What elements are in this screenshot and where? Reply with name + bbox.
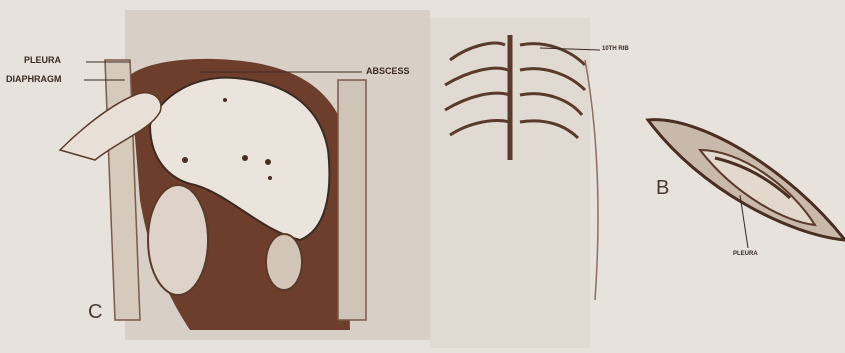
label-diaphragm: DIAPHRAGM xyxy=(6,75,62,84)
panel-label-c: C xyxy=(88,302,102,322)
spine-strip xyxy=(338,80,366,320)
small-organ xyxy=(266,234,302,290)
label-pleura-b: PLEURA xyxy=(733,251,758,257)
kidney-section xyxy=(148,185,208,295)
label-pleura: PLEURA xyxy=(24,56,61,65)
panel-label-b: B xyxy=(656,178,669,198)
label-abscess: ABSCESS xyxy=(366,67,410,76)
cross-section-c xyxy=(60,59,366,330)
label-10th-rib: 10TH RIB xyxy=(602,46,629,52)
incision-b xyxy=(648,120,845,240)
